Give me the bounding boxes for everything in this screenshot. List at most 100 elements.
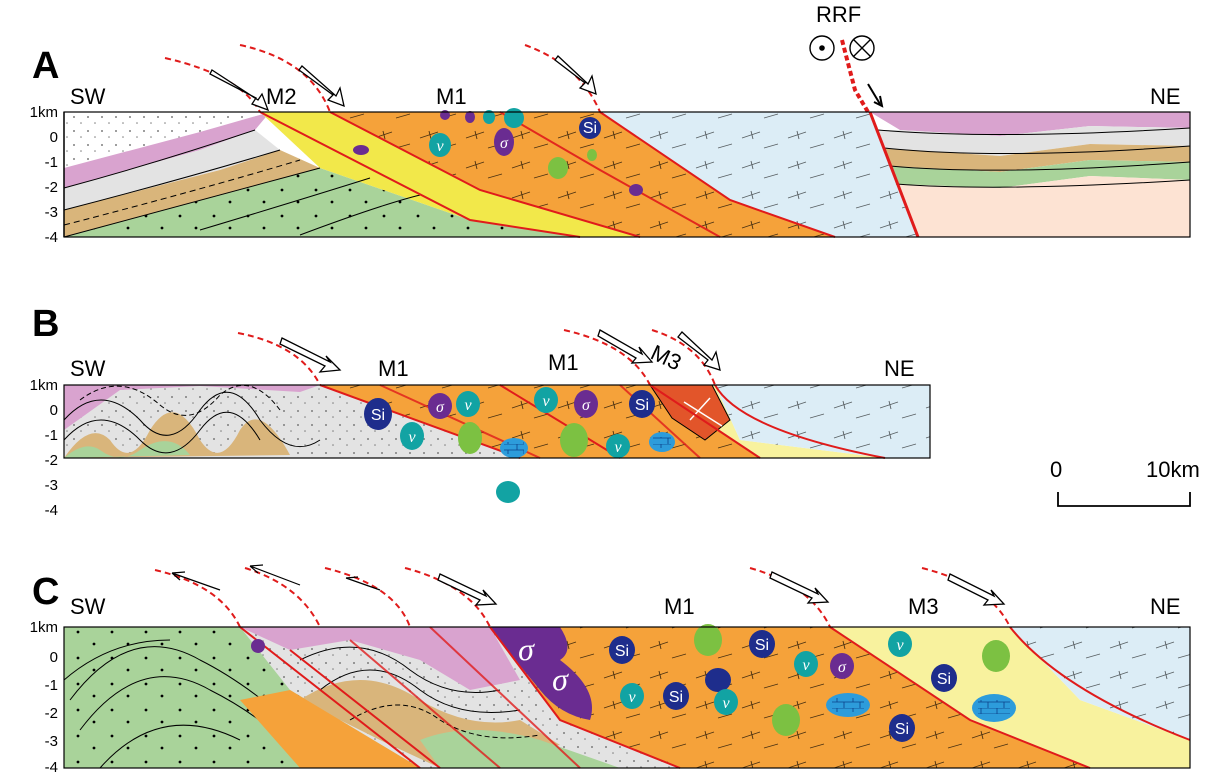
svg-text:ν: ν [542,393,550,410]
panel-a-tan-layer [64,150,320,237]
panel-b-pink-folds [64,385,320,430]
svg-text:1km: 1km [30,619,58,636]
scale-bar-start: 0 [1050,457,1062,482]
panel-b-m3-label: M3 [647,340,685,376]
svg-text:ν: ν [408,429,416,446]
panel-a-sigma-block-2 [494,128,514,156]
panel-c-volcanic-block [694,624,722,656]
panel-a-rrf-label: RRF [816,2,861,27]
panel-b-nu-block [400,422,424,450]
svg-text:0: 0 [50,402,58,419]
panel-b-tan-folds [64,412,290,458]
panel-b-ne-label: NE [884,356,915,381]
scale-bar-end: 10km [1146,457,1200,482]
panel-b-slip-arrow-3 [677,331,721,371]
svg-text:ν: ν [614,439,622,456]
panel-c-ne-label: NE [1150,594,1181,619]
scale-bar: 0 10km [1050,457,1200,507]
panel-a-m2-label: M2 [266,84,297,109]
svg-text:Si: Si [895,721,909,738]
panel-a-tick-0: 0 [50,129,58,146]
panel-a-tick-m2: -2 [45,179,58,196]
panel-b: B SW NE Si [30,303,931,519]
svg-text:ν: ν [896,637,904,654]
panel-c-yellow-unit [830,627,1190,768]
panel-b-m1-label-1: M1 [378,356,409,381]
svg-text:-3: -3 [45,733,58,750]
panel-a: A SW NE [30,2,1191,246]
svg-text:σ: σ [838,659,847,676]
panel-b-green-folds [64,441,190,458]
panel-c-m1-label: M1 [664,594,695,619]
panel-c-slip-arrow-4 [437,573,498,606]
svg-text:σ: σ [518,631,535,667]
panel-c-slip-arrow-2 [249,564,301,586]
svg-text:Si: Si [635,397,649,414]
panel-c-letter: C [32,571,59,613]
panel-b-m1-label-2: M1 [548,350,579,375]
panel-b-sw-label: SW [70,356,106,381]
panel-b-letter: B [32,303,59,345]
svg-text:Si: Si [583,120,597,137]
panel-b-volcanic-block [458,422,482,454]
panel-a-ne-label: NE [1150,84,1181,109]
panel-a-tick-m1: -1 [45,154,58,171]
svg-text:-2: -2 [45,452,58,469]
panel-a-tick-m3: -3 [45,204,58,221]
panel-a-volcanic-block [548,157,568,179]
svg-text:σ: σ [552,661,569,697]
svg-text:ν: ν [802,657,810,674]
panel-a-ne-peach-basement [896,176,1190,237]
panel-c-sigma-block [490,627,592,720]
panel-a-slip-arrow-1 [209,69,270,112]
panel-c-slip-arrow-6 [947,573,1006,606]
panel-b-slip-arrow-2 [597,329,654,364]
panel-a-sigma-block [353,145,369,155]
svg-text:1km: 1km [30,377,58,394]
panel-a-slip-arrow-3 [554,55,597,96]
svg-text:-3: -3 [45,477,58,494]
svg-text:Si: Si [371,407,385,424]
panel-a-tick-m4: -4 [45,229,58,246]
svg-text:σ: σ [500,135,509,152]
panel-c-slip-arrow-5 [769,571,830,604]
panel-a-si-block [579,117,601,139]
svg-text:-2: -2 [45,705,58,722]
svg-text:Si: Si [755,637,769,654]
panel-a-nu-block-2 [504,108,524,128]
panel-c-sw-label: SW [70,594,106,619]
panel-c-orange-sliver [240,690,420,768]
svg-text:-4: -4 [45,759,58,774]
panel-c-frame [63,626,1191,769]
panel-a-grey-layer [64,130,280,210]
panel-a-letter: A [32,45,59,87]
panel-c: C SW NE σ σ [30,564,1191,774]
svg-text:Si: Si [669,689,683,706]
svg-text:ν: ν [628,689,636,706]
panel-a-slip-arrow-2 [298,65,345,108]
panel-a-sw-label: SW [70,84,106,109]
panel-a-nu-label: ν [436,138,444,155]
svg-text:Si: Si [937,671,951,688]
panel-c-pink-layer [240,627,520,690]
svg-text:0: 0 [50,649,58,666]
svg-text:-4: -4 [45,502,58,519]
svg-text:ν: ν [722,695,730,712]
panel-b-sigma-block [428,393,452,419]
panel-a-pink-layer [64,112,270,188]
panel-a-rrf-fault [868,111,920,238]
panel-b-slip-arrow-1 [279,337,342,373]
svg-text:ν: ν [464,397,472,414]
panel-b-si-block [364,398,392,430]
svg-text:Si: Si [615,643,629,660]
svg-text:-1: -1 [45,677,58,694]
panel-b-frame [63,384,931,459]
panel-a-nu-block [429,133,451,157]
panel-c-slip-arrow-1 [171,571,221,591]
panel-c-m3-label: M3 [908,594,939,619]
svg-text:σ: σ [582,397,591,414]
panel-a-m1-label: M1 [436,84,467,109]
svg-text:-1: -1 [45,427,58,444]
panel-a-tick-1km: 1km [30,104,58,121]
